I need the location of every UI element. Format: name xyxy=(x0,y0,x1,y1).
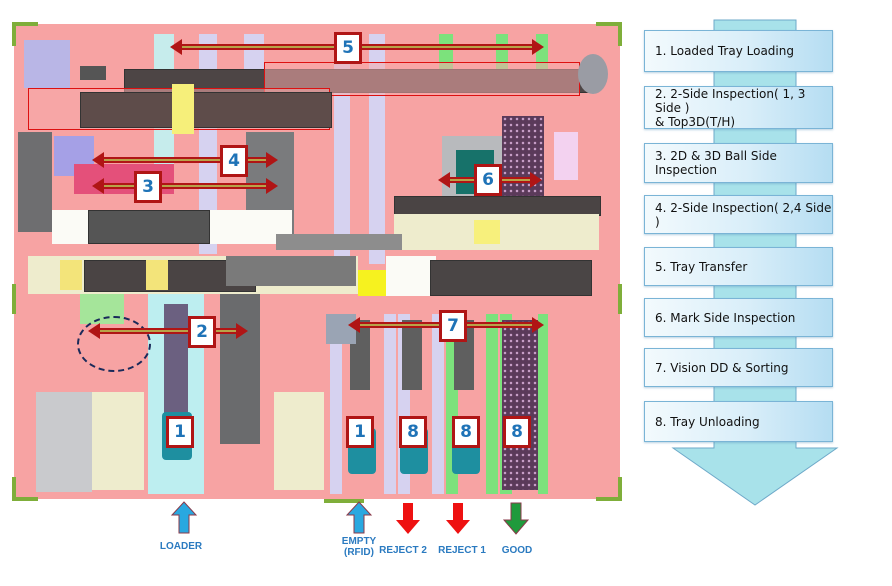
corner-mark xyxy=(12,284,16,314)
step-badge-5: 5 xyxy=(334,32,362,64)
marker xyxy=(474,220,500,244)
gantry xyxy=(172,84,194,134)
inspection-block xyxy=(18,132,52,232)
process-step-6: 6. Mark Side Inspection xyxy=(644,298,833,337)
gantry xyxy=(146,260,168,290)
lane xyxy=(432,314,444,494)
rail xyxy=(226,256,356,286)
step-badge-2: 2 xyxy=(188,316,216,348)
good-down-arrow xyxy=(502,502,530,535)
lane xyxy=(486,314,498,494)
step-badge-6: 6 xyxy=(474,164,502,196)
empty-up-arrow xyxy=(345,501,373,534)
module xyxy=(220,294,260,444)
marker xyxy=(358,270,386,296)
step-badge-4: 4 xyxy=(220,145,248,177)
step-badge-8-reject2: 8 xyxy=(399,416,427,448)
sensor xyxy=(80,66,106,80)
step-badge-7: 7 xyxy=(439,310,467,342)
step-badge-3: 3 xyxy=(134,171,162,203)
reject1-down-arrow xyxy=(446,503,470,534)
corner-mark xyxy=(618,22,622,46)
io-label-empty: EMPTY (RFID) xyxy=(341,536,377,558)
gantry xyxy=(60,260,82,290)
chute xyxy=(402,320,422,390)
dashed-highlight xyxy=(77,316,151,372)
process-step-label: 8. Tray Unloading xyxy=(655,414,760,429)
transfer-rail xyxy=(80,92,332,128)
lane xyxy=(244,34,264,74)
process-step-3: 3. 2D & 3D Ball Side Inspection xyxy=(644,143,833,183)
io-label-reject1: REJECT 1 xyxy=(438,545,486,556)
process-step-4: 4. 2-Side Inspection( 2,4 Side ) xyxy=(644,195,833,234)
corner-mark xyxy=(596,22,622,26)
rail xyxy=(276,234,402,250)
process-step-7: 7. Vision DD & Sorting xyxy=(644,348,833,387)
panel xyxy=(36,392,92,492)
step-2-arrow xyxy=(88,323,248,339)
process-step-5: 5. Tray Transfer xyxy=(644,247,833,286)
process-step-label: 2. 2-Side Inspection( 1, 3 Side ) & Top3… xyxy=(655,86,806,129)
reject2-down-arrow xyxy=(396,503,420,534)
corner-mark xyxy=(618,284,622,314)
step-badge-1-loader: 1 xyxy=(166,416,194,448)
process-step-label: 1. Loaded Tray Loading xyxy=(655,44,794,58)
process-step-label: 3. 2D & 3D Ball Side Inspection xyxy=(655,149,777,177)
process-step-label: 6. Mark Side Inspection xyxy=(655,310,796,325)
process-step-1: 1. Loaded Tray Loading xyxy=(644,30,833,72)
corner-mark xyxy=(12,497,38,501)
corner-mark xyxy=(618,477,622,501)
tray-matrix xyxy=(502,320,538,490)
panel xyxy=(554,132,578,180)
lane xyxy=(384,314,396,494)
process-step-8: 8. Tray Unloading xyxy=(644,401,833,442)
step-4-arrow xyxy=(92,152,278,168)
panel xyxy=(24,40,70,88)
io-label-loader: LOADER xyxy=(159,541,203,552)
panel xyxy=(274,392,324,490)
corner-mark xyxy=(12,22,16,46)
corner-mark xyxy=(12,22,38,26)
process-step-label: 7. Vision DD & Sorting xyxy=(655,360,789,375)
io-label-reject2: REJECT 2 xyxy=(379,545,427,556)
step-badge-8-reject1: 8 xyxy=(452,416,480,448)
corner-mark xyxy=(324,499,364,503)
rail-zone xyxy=(386,256,436,296)
step-badge-8-good: 8 xyxy=(503,416,531,448)
io-label-good: GOOD xyxy=(501,545,533,556)
panel xyxy=(92,392,144,490)
loader-up-arrow xyxy=(170,501,198,534)
lane xyxy=(538,314,548,494)
corner-mark xyxy=(12,477,16,501)
rail xyxy=(394,196,601,216)
process-step-label: 4. 2-Side Inspection( 2,4 Side ) xyxy=(655,200,832,229)
rail xyxy=(430,260,592,296)
rail xyxy=(88,210,210,244)
corner-mark xyxy=(596,497,622,501)
process-step-2: 2. 2-Side Inspection( 1, 3 Side ) & Top3… xyxy=(644,86,833,129)
lane xyxy=(330,314,342,494)
disc xyxy=(578,54,608,94)
step-3-arrow xyxy=(92,178,278,194)
step-badge-1-empty: 1 xyxy=(346,416,374,448)
process-step-label: 5. Tray Transfer xyxy=(655,259,748,274)
machine-layout: 5 4 3 6 2 7 1 1 8 8 8 xyxy=(12,22,622,503)
